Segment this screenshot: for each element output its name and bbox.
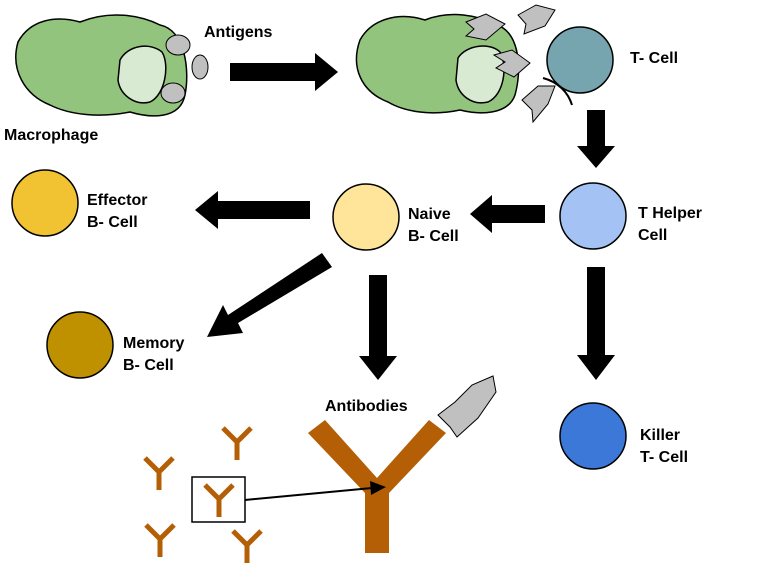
killer-t-cell-label-line1: Killer [640,427,681,444]
effector-b-cell-label-line1: Effector [87,192,148,209]
zoom-pointer-arrowhead [370,481,386,495]
naive-b-cell-label: Naive B- Cell [408,204,459,248]
macrophage [15,14,188,117]
t-cell-label: T- Cell [630,50,679,67]
antigen-blob [165,34,191,56]
antibody-small [203,483,235,517]
effector-b-cell-label-line2: B- Cell [87,214,138,231]
presenting-macrophage-nucleus [455,45,505,104]
antigen-fragment [517,4,556,35]
naive-b-cell-label-line1: Naive [408,206,451,223]
antibody-small-group [143,426,263,563]
killer-t-cell-label: Killer T- Cell [640,425,688,469]
antibodies-label: Antibodies [325,398,408,415]
memory-b-cell-label-line2: B- Cell [123,357,174,374]
antigen-fragment [492,49,531,78]
arrow-left [470,195,545,233]
presenting-macrophage [355,13,520,114]
antigen-fragment [464,13,506,41]
killer-t-cell-circle [559,402,627,470]
zoom-pointer-line [244,487,373,501]
t-helper-cell-label-line1: T Helper [638,205,703,222]
naive-b-cell-circle [332,183,400,251]
memory-b-cell-circle [46,311,114,379]
effector-b-cell-label: Effector B- Cell [87,190,147,234]
killer-t-cell-label-line2: T- Cell [640,449,689,466]
memory-b-cell-label-line1: Memory [123,335,185,352]
effector-b-cell-circle [11,169,79,237]
arrow-diagonal [207,253,332,337]
macrophage-nucleus [117,45,167,104]
antigen-fragment [437,375,497,438]
antibody-small [143,456,175,490]
arrow-down [359,275,397,380]
arrow-down [577,110,615,168]
memory-b-cell-label: Memory B- Cell [123,333,184,377]
antibody-small [231,529,263,563]
t-helper-cell-circle [559,182,627,250]
antigen-blob [191,54,209,80]
t-helper-cell-label-line2: Cell [638,227,668,244]
t-cell-circle [546,26,614,94]
macrophage-label: Macrophage [4,127,99,144]
antibody-small [221,426,253,460]
naive-b-cell-label-line2: B- Cell [408,228,459,245]
arrow-left [195,191,310,229]
antigens-label: Antigens [204,24,273,41]
receptor-contact-line [542,77,573,106]
t-helper-cell-label: T Helper Cell [638,203,702,247]
arrow-down [577,267,615,380]
arrow-right [230,53,338,91]
antigen-blob [160,82,186,104]
antibody-small [144,523,176,557]
antigen-fragment [521,85,556,124]
